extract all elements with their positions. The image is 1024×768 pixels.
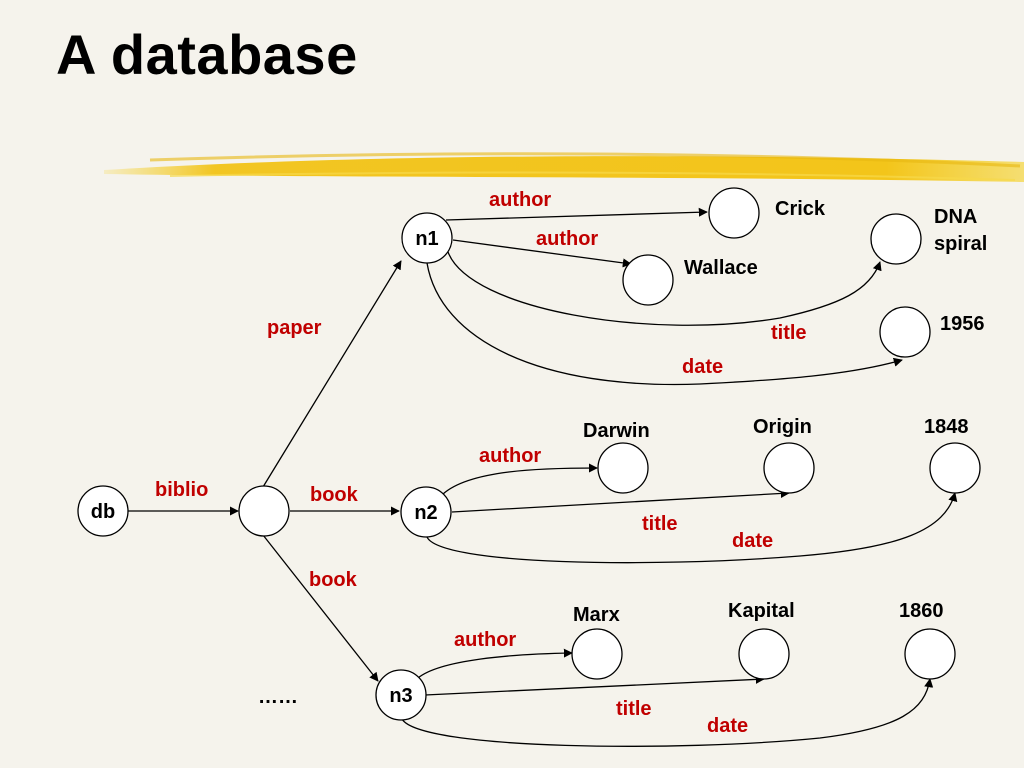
- node-darwin: [597, 442, 649, 494]
- edge-n3-author: [417, 648, 573, 679]
- edge-label-book-n3: book: [309, 569, 358, 591]
- edge-label-n1-author-2: author: [536, 228, 598, 250]
- node-db: [77, 485, 129, 537]
- label-db: db: [91, 501, 115, 523]
- edge-n1-author-crick: [445, 207, 708, 221]
- value-wallace: Wallace: [684, 257, 758, 279]
- edge-label-n3-title: title: [616, 698, 652, 720]
- edge-label-paper: paper: [267, 317, 322, 339]
- edge-n1-author-wallace: [452, 239, 632, 268]
- node-n1: [401, 212, 453, 264]
- node-wallace: [622, 254, 674, 306]
- label-n3: n3: [389, 685, 412, 707]
- value-darwin: Darwin: [583, 420, 650, 442]
- node-dna-spiral: [870, 213, 922, 265]
- value-1860: 1860: [899, 600, 944, 622]
- ellipsis: ……: [258, 686, 298, 708]
- node-n3: [375, 669, 427, 721]
- value-dna: DNA: [934, 206, 977, 228]
- edge-label-n2-title: title: [642, 513, 678, 535]
- label-n1: n1: [415, 228, 438, 250]
- value-1956: 1956: [940, 313, 985, 335]
- edge-n1-title: [447, 251, 882, 326]
- node-1860: [904, 628, 956, 680]
- value-kapital: Kapital: [728, 600, 795, 622]
- value-spiral: spiral: [934, 233, 987, 255]
- edge-paper: [262, 260, 402, 488]
- node-n2: [400, 486, 452, 538]
- node-1956: [879, 306, 931, 358]
- value-marx: Marx: [573, 604, 620, 626]
- slide-title: A database: [56, 23, 358, 86]
- node-kapital: [738, 628, 790, 680]
- edge-label-n2-date: date: [732, 530, 773, 552]
- edge-label-n1-title: title: [771, 322, 807, 344]
- edge-book-n3: [262, 534, 379, 682]
- edge-label-n1-author-1: author: [489, 189, 551, 211]
- edge-label-n3-author: author: [454, 629, 516, 651]
- edge-n2-date: [426, 492, 958, 564]
- edge-label-n2-author: author: [479, 445, 541, 467]
- highlighter-stroke: [104, 152, 1024, 182]
- value-crick: Crick: [775, 198, 826, 220]
- node-1848: [929, 442, 981, 494]
- edge-n2-author: [442, 463, 598, 495]
- value-1848: 1848: [924, 416, 969, 438]
- edge-n3-title: [424, 674, 765, 696]
- edge-n2-title: [451, 488, 790, 513]
- node-marx: [571, 628, 623, 680]
- edge-n3-date: [401, 678, 934, 747]
- node-origin: [763, 442, 815, 494]
- edge-label-book-n2: book: [310, 484, 359, 506]
- edge-label-n3-date: date: [707, 715, 748, 737]
- node-crick: [708, 187, 760, 239]
- node-biblio-root: [238, 485, 290, 537]
- edge-label-n1-date: date: [682, 356, 723, 378]
- label-n2: n2: [414, 502, 437, 524]
- edge-label-biblio: biblio: [155, 479, 208, 501]
- value-origin: Origin: [753, 416, 812, 438]
- edge-n1-date: [426, 262, 903, 386]
